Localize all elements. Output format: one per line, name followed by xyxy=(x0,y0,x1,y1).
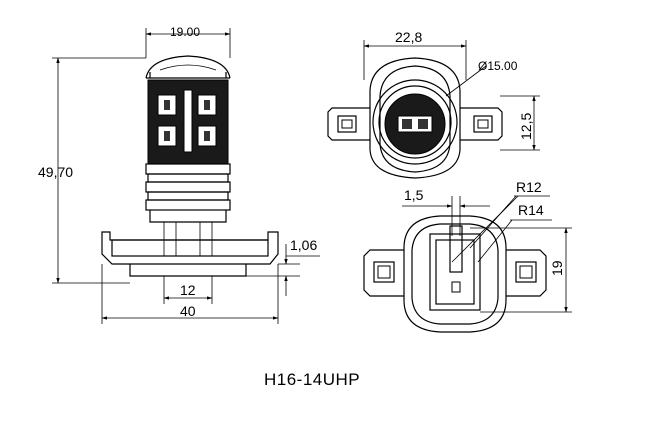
socket-view: 1,5 R12 R14 19 xyxy=(363,179,572,333)
side-step-label: 1,06 xyxy=(290,237,317,253)
socket-gap-label: 1,5 xyxy=(404,187,424,203)
front-width-label: 22,8 xyxy=(395,29,422,45)
socket-radius-small-label: R12 xyxy=(516,179,542,195)
side-inner-width-label: 12 xyxy=(180,282,196,298)
front-height-label: 12,5 xyxy=(518,113,534,140)
front-view: 22,8 Ø15.00 12,5 xyxy=(327,29,540,179)
front-diameter-label: Ø15.00 xyxy=(478,59,518,73)
socket-radius-large-label: R14 xyxy=(518,202,544,218)
socket-height-label: 19 xyxy=(549,260,565,276)
side-view: 19.00 49,70 xyxy=(38,25,320,324)
side-base-width-label: 40 xyxy=(180,303,196,319)
side-width-label: 19.00 xyxy=(170,25,200,39)
drawing-title: H16-14UHP xyxy=(264,370,360,389)
side-height-label: 49,70 xyxy=(38,164,73,180)
